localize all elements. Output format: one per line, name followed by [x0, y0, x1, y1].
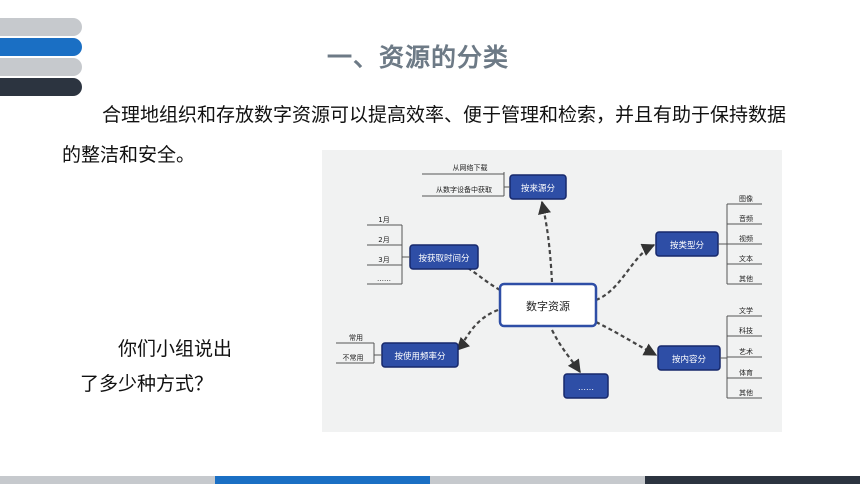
frequency-item-2: 不常用 [343, 353, 364, 362]
time-item-2: 2月 [378, 236, 389, 244]
link-source [538, 200, 554, 283]
type-item-5: 其他 [739, 274, 753, 283]
slide-title: 一、资源的分类 [327, 43, 510, 72]
content-item-4: 体育 [739, 368, 753, 377]
time-item-4: …… [377, 275, 391, 283]
node-by-frequency-label: 按使用频率分 [394, 351, 446, 362]
link-time [448, 256, 501, 291]
source-item-1: 从网络下载 [453, 163, 488, 172]
node-by-source-label: 按来源分 [521, 183, 556, 194]
link-content [595, 321, 658, 356]
node-center-label: 数字资源 [526, 299, 570, 313]
type-item-4: 文本 [739, 254, 753, 263]
link-type [595, 243, 656, 302]
node-more [563, 373, 609, 399]
link-frequency [456, 308, 499, 351]
source-item-2: 从数字设备中获取 [436, 185, 492, 194]
decor-bar-3 [0, 58, 82, 76]
node-more-label: …… [578, 383, 594, 392]
node-by-content-label: 按内容分 [672, 354, 707, 365]
time-item-1: 1月 [378, 216, 389, 224]
decor-bar-4 [0, 78, 82, 96]
bottom-strip-3 [430, 476, 645, 484]
content-item-2: 科技 [739, 326, 753, 335]
node-by-time-label: 按获取时间分 [418, 253, 470, 264]
node-by-type-label: 按类型分 [670, 240, 705, 251]
content-item-3: 艺术 [739, 347, 753, 356]
content-item-5: 其他 [739, 388, 753, 397]
type-item-2: 音频 [739, 214, 753, 223]
node-center [498, 282, 598, 328]
bottom-strip-2 [215, 476, 430, 484]
intro-paragraph: 合理地组织和存放数字资源可以提高效率、便于管理和检索，并且有助于保持数据的整洁和… [62, 104, 787, 166]
question-line-2: 了多少种方式？ [80, 373, 214, 395]
decor-bar-1 [0, 18, 82, 36]
question-line-1: 你们小组说出 [118, 338, 233, 360]
type-item-1: 图像 [739, 194, 753, 203]
time-item-3: 3月 [378, 256, 389, 264]
type-item-3: 视频 [739, 234, 753, 243]
content-item-1: 文学 [739, 306, 753, 315]
frequency-item-1: 常用 [349, 333, 363, 342]
bottom-strip-1 [0, 476, 215, 484]
bottom-strip-4 [645, 476, 860, 484]
mindmap-svg: 数字资源 按来源分 从网络下载 从数字设备中获取 按获取时间分 1月 2月 3月… [336, 163, 762, 399]
decor-bar-2 [0, 38, 82, 56]
link-more [551, 329, 581, 374]
mindmap-image: 数字资源 按来源分 从网络下载 从数字设备中获取 按获取时间分 1月 2月 3月… [322, 150, 782, 432]
